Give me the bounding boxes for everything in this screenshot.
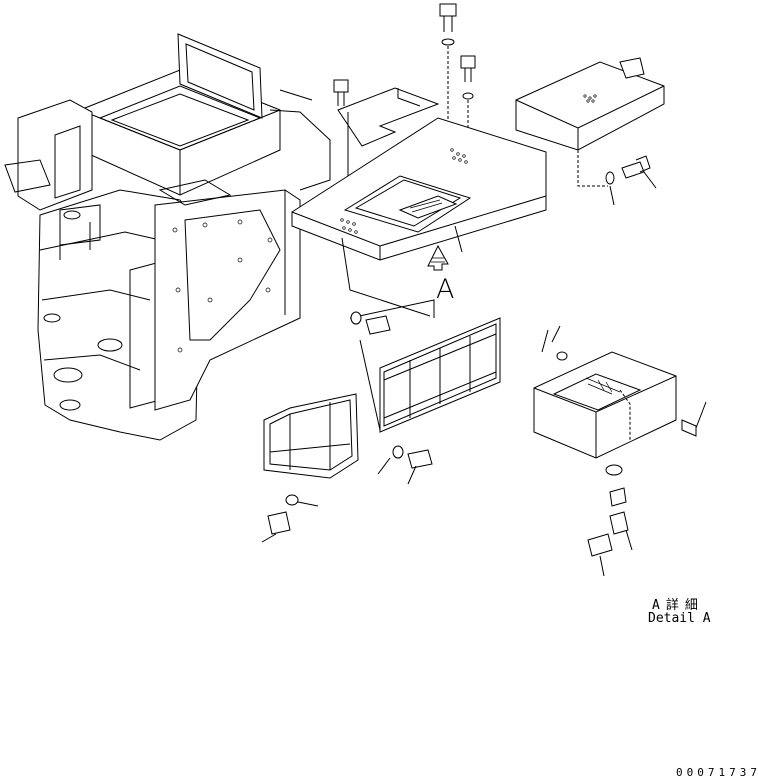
storage-box [515,57,665,187]
view-callout-letter: A [436,274,455,305]
bolt-icon [439,3,457,130]
detail-title-jp: A詳細 [652,598,704,613]
figure-number: 00071737 [676,766,758,779]
handrail-long [379,317,501,433]
bolt-icon [681,401,707,437]
handrail-short [263,393,359,479]
detail-a-assembly [533,351,677,459]
view-arrow-icon [427,244,449,271]
bolt-icon [605,155,651,185]
box-cover [291,117,547,317]
bolt-icon [377,445,433,485]
detail-title-en: Detail A [648,611,711,626]
bolt-icon [261,494,319,543]
bolt-icon [541,325,568,361]
main-frame [4,33,331,441]
bolt-icon [333,79,349,106]
nut-icon [605,464,629,535]
bolt-icon [350,311,391,335]
bolt-icon [587,529,633,577]
